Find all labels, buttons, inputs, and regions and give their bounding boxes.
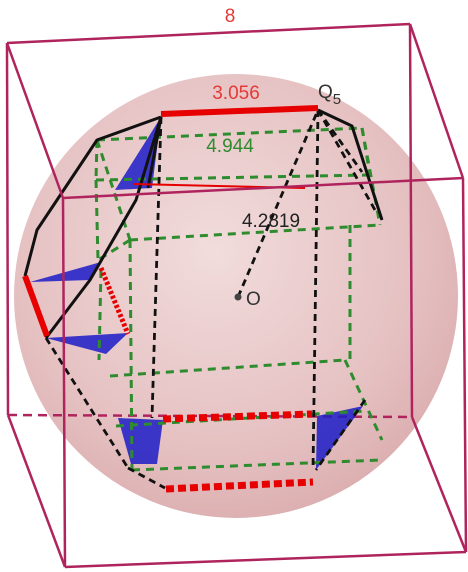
cube-edge-label: 8 <box>225 6 236 27</box>
red-edge-length-label: 3.056 <box>212 83 260 104</box>
blue-triangle-left-lower <box>46 333 128 354</box>
red-edge-bottom-back <box>162 410 313 423</box>
cube-depth-edges <box>5 23 468 568</box>
red-edge-left <box>22 274 50 338</box>
red-edge-bottom-front <box>165 478 314 493</box>
blue-triangle-bottom-left <box>118 418 163 464</box>
center-point <box>234 293 242 301</box>
cube-back-face <box>5 22 414 418</box>
center-label: O <box>246 289 261 310</box>
black-dashed-edges <box>44 109 377 490</box>
vertex-label-subscript: 5 <box>333 91 341 108</box>
radius-segment <box>236 109 320 298</box>
blue-triangle-left-upper <box>30 262 101 282</box>
black-solid-edges <box>23 108 384 339</box>
cube-front-face <box>61 176 468 569</box>
vertex-label: Q5 <box>318 82 341 108</box>
vertex-label-letter: Q <box>318 82 333 103</box>
radius-length-label: 4.2819 <box>242 211 300 232</box>
red-edge-top <box>160 105 319 117</box>
green-edge-length-label: 4.944 <box>206 136 254 157</box>
red-edge-left-dashed <box>98 267 131 335</box>
